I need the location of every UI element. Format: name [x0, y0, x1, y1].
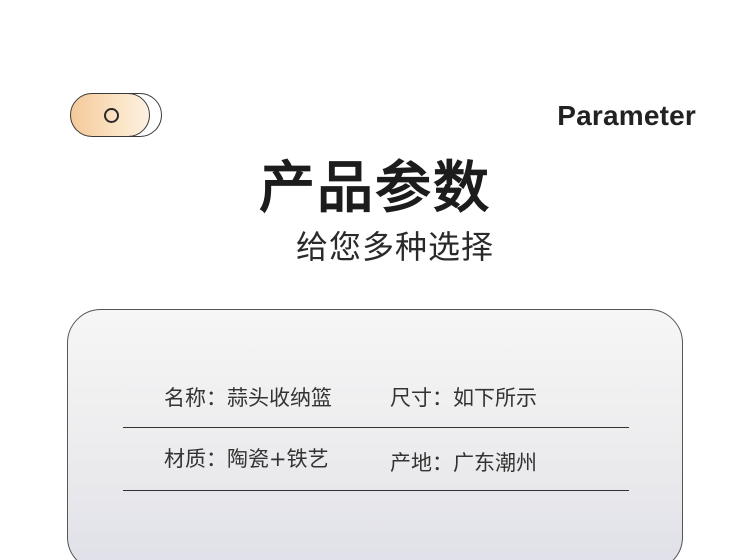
spec-material: 材质：陶瓷+铁艺	[164, 447, 329, 471]
page-subtitle: 给您多种选择	[295, 228, 494, 266]
spec-divider	[123, 427, 629, 428]
spec-origin: 产地：广东潮州	[390, 451, 537, 475]
parameter-label: Parameter	[557, 100, 696, 131]
page-title: 产品参数	[259, 156, 491, 221]
spec-size: 尺寸：如下所示	[390, 386, 537, 410]
spec-divider	[123, 490, 629, 491]
spec-card: 名称：蒜头收纳篮 尺寸：如下所示 材质：陶瓷+铁艺 产地：广东潮州	[67, 309, 683, 560]
spec-name: 名称：蒜头收纳篮	[164, 386, 332, 410]
badge-fill-shape	[70, 93, 150, 137]
toggle-badge-icon	[70, 93, 162, 137]
circle-icon	[104, 108, 119, 123]
